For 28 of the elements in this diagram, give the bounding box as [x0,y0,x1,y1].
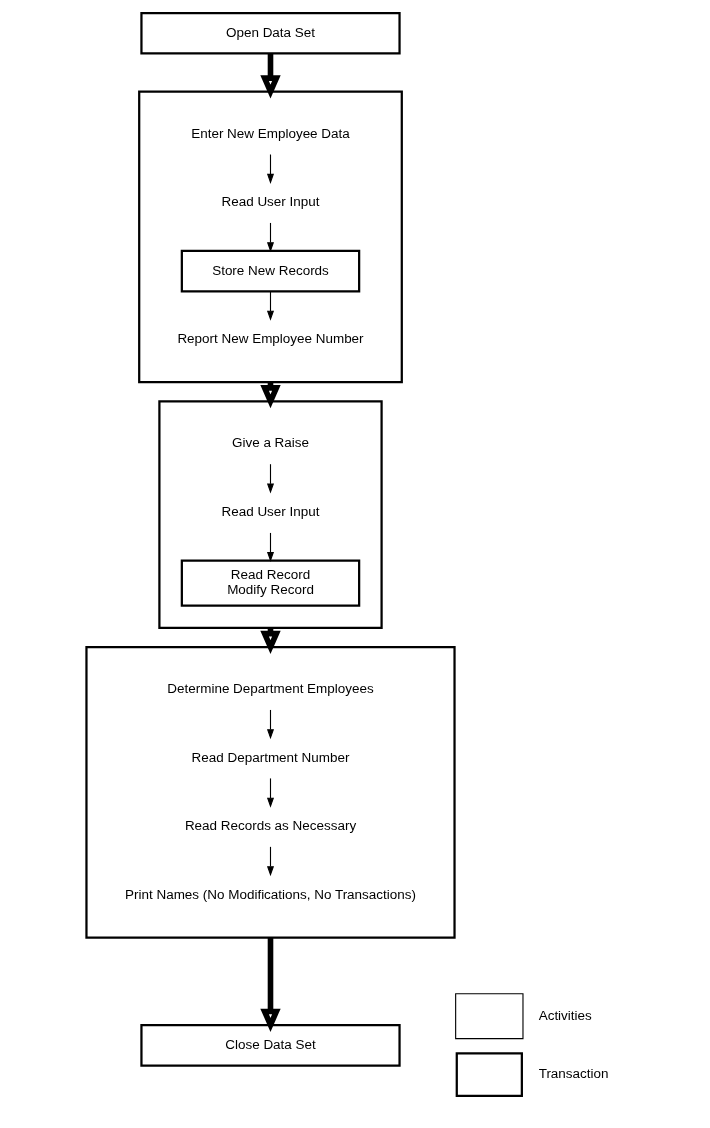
node-text: Enter New Employee Data [190,125,350,141]
cluster [84,645,456,939]
arrow [266,532,274,562]
arrow [266,463,274,494]
legend-label: Activities [538,1007,592,1023]
cluster [157,400,383,630]
arrow [266,153,274,184]
node-text: Read Records as Necessary [184,818,356,834]
arrow [259,937,281,1032]
node-text: Read User Input [221,503,319,519]
node-text: Determine Department Employees [166,681,374,697]
arrow [266,290,274,321]
cluster [137,90,403,384]
node-box: Open Data Set [139,11,401,55]
node-box: Read Record Modify Record [180,559,360,607]
arrow [259,53,281,99]
node-box: Close Data Set [139,1024,401,1067]
node-text: Report New Employee Number [176,331,364,347]
node-text: Read Department Number [191,749,349,765]
node-box: Store New Records [180,249,360,293]
node-text: Print Names (No Modifications, No Transactions) [124,886,416,902]
arrow [266,777,274,808]
node-text: Read User Input [221,194,319,210]
legend-label: Transaction [538,1066,608,1082]
arrow [266,222,274,253]
node-text: Give a Raise [231,435,309,451]
arrow [266,709,274,740]
arrow [266,846,274,877]
